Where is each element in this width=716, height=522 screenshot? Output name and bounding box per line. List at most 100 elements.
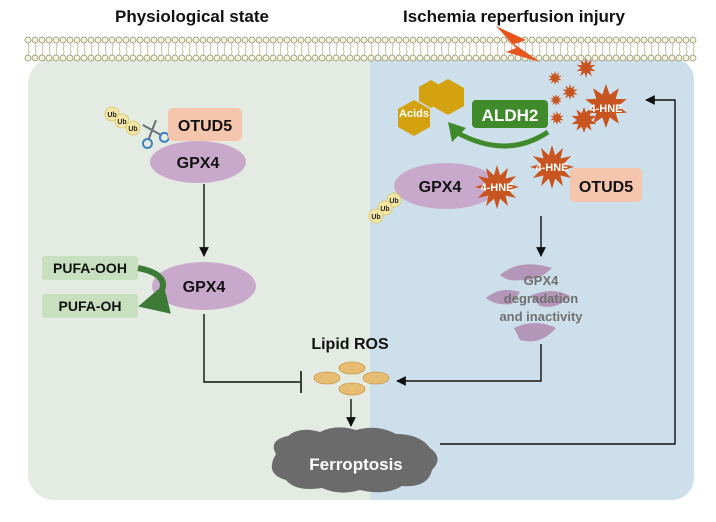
membrane-lipid-tail: [447, 42, 450, 50]
membrane-lipid-tail: [314, 42, 317, 50]
membrane-lipid-tail: [111, 48, 114, 56]
membrane-lipid-head: [451, 36, 459, 44]
membrane-lipid-head: [388, 36, 396, 44]
membrane-lipid-tail: [293, 48, 296, 56]
membrane-lipid-head: [339, 54, 347, 62]
membrane-lipid-tail: [545, 42, 548, 50]
membrane-lipid-head: [297, 36, 305, 44]
membrane-lipid-tail: [27, 48, 30, 56]
membrane-lipid-head: [108, 36, 116, 44]
membrane-lipid-tail: [342, 48, 345, 56]
membrane-lipid-tail: [587, 48, 590, 56]
ubiquitin-chain-left: Ub Ub Ub: [104, 106, 141, 136]
membrane-lipid-head: [388, 54, 396, 62]
membrane-lipid-tail: [195, 48, 198, 56]
membrane-lipid-head: [318, 54, 326, 62]
hne-spike: [475, 165, 519, 209]
membrane-lipid-tail: [363, 48, 366, 56]
membrane-lipid-tail: [419, 48, 422, 56]
membrane-lipid-tail: [188, 42, 191, 50]
membrane-lipid-head: [682, 54, 690, 62]
membrane-lipid-head: [570, 36, 578, 44]
membrane-lipid-head: [654, 36, 662, 44]
membrane-lipid-head: [493, 54, 501, 62]
membrane-lipid-head: [24, 54, 32, 62]
membrane-lipid-head: [304, 54, 312, 62]
membrane-lipid-head: [367, 54, 375, 62]
membrane-lipid-head: [472, 36, 480, 44]
membrane-lipid-head: [269, 36, 277, 44]
membrane-lipid-tail: [601, 48, 604, 56]
membrane-lipid-tail: [62, 48, 65, 56]
membrane-lipid-head: [143, 36, 151, 44]
membrane-lipid-tail: [531, 42, 534, 50]
membrane-lipid-tail: [216, 42, 219, 50]
membrane-lipid-head: [689, 36, 697, 44]
membrane-lipid-head: [129, 36, 137, 44]
membrane-lipid-tail: [48, 48, 51, 56]
membrane-lipid-head: [605, 54, 613, 62]
hne-cluster: [548, 58, 627, 133]
lipid-ros-label: Lipid ROS: [311, 336, 389, 353]
membrane-lipid-head: [360, 54, 368, 62]
hne-spike: [530, 145, 574, 189]
membrane-lipid-tail: [671, 42, 674, 50]
membrane-lipid-tail: [335, 42, 338, 50]
aldh2-arrow-head: [448, 122, 466, 142]
membrane-lipid-head: [612, 54, 620, 62]
membrane-lipid-head: [591, 54, 599, 62]
membrane-lipid-tail: [601, 42, 604, 50]
membrane-lipid-head: [31, 36, 39, 44]
membrane-lipid-tail: [510, 42, 513, 50]
membrane-lipid-tail: [678, 42, 681, 50]
membrane-lipid-head: [472, 54, 480, 62]
membrane-lipid-head: [465, 36, 473, 44]
membrane-lipid-head: [227, 36, 235, 44]
membrane-lipid-tail: [489, 42, 492, 50]
membrane-lipid-head: [150, 54, 158, 62]
membrane-lipid-head: [80, 36, 88, 44]
membrane-lipid-tail: [27, 42, 30, 50]
membrane-lipid-tail: [461, 48, 464, 56]
membrane-lipid-head: [486, 54, 494, 62]
membrane-lipid-tail: [328, 42, 331, 50]
membrane-lipid-head: [682, 36, 690, 44]
membrane-lipid-head: [241, 54, 249, 62]
membrane-lipid-head: [45, 54, 53, 62]
membrane-lipid-head: [668, 36, 676, 44]
membrane-lipid-head: [66, 36, 74, 44]
membrane-lipid-head: [346, 54, 354, 62]
membrane-lipid-tail: [69, 48, 72, 56]
membrane-lipid-tail: [412, 42, 415, 50]
membrane-lipid-tail: [174, 48, 177, 56]
membrane-lipid-head: [626, 36, 634, 44]
membrane-lipid-tail: [258, 48, 261, 56]
membrane-lipid-head: [570, 54, 578, 62]
membrane-lipid-head: [437, 54, 445, 62]
membrane-lipid-head: [458, 36, 466, 44]
membrane-lipid-head: [276, 54, 284, 62]
membrane-lipid-tail: [405, 42, 408, 50]
membrane-lipid-tail: [370, 48, 373, 56]
membrane-lipid-head: [640, 54, 648, 62]
membrane-lipid-tail: [608, 48, 611, 56]
feedback-loop-line: [440, 95, 676, 445]
membrane-lipid-tail: [83, 48, 86, 56]
membrane-lipid-tail: [552, 48, 555, 56]
membrane-lipid-head: [598, 54, 606, 62]
membrane-lipid-head: [479, 36, 487, 44]
membrane-lipid-tail: [146, 48, 149, 56]
acids-label: Acids: [399, 108, 429, 120]
membrane-lipid-tail: [132, 42, 135, 50]
membrane-lipid-head: [542, 36, 550, 44]
membrane-lipid-head: [52, 36, 60, 44]
membrane-lipid-tail: [321, 48, 324, 56]
degraded-gpx4-fragments: [486, 264, 570, 342]
membrane-lipid-head: [157, 36, 165, 44]
membrane-lipid-head: [500, 54, 508, 62]
membrane-lipid-tail: [335, 48, 338, 56]
membrane-lipid-tail: [650, 48, 653, 56]
membrane-lipid-head: [332, 36, 340, 44]
degradation-label-line3: and inactivity: [499, 309, 583, 324]
membrane-lipid-tail: [566, 42, 569, 50]
